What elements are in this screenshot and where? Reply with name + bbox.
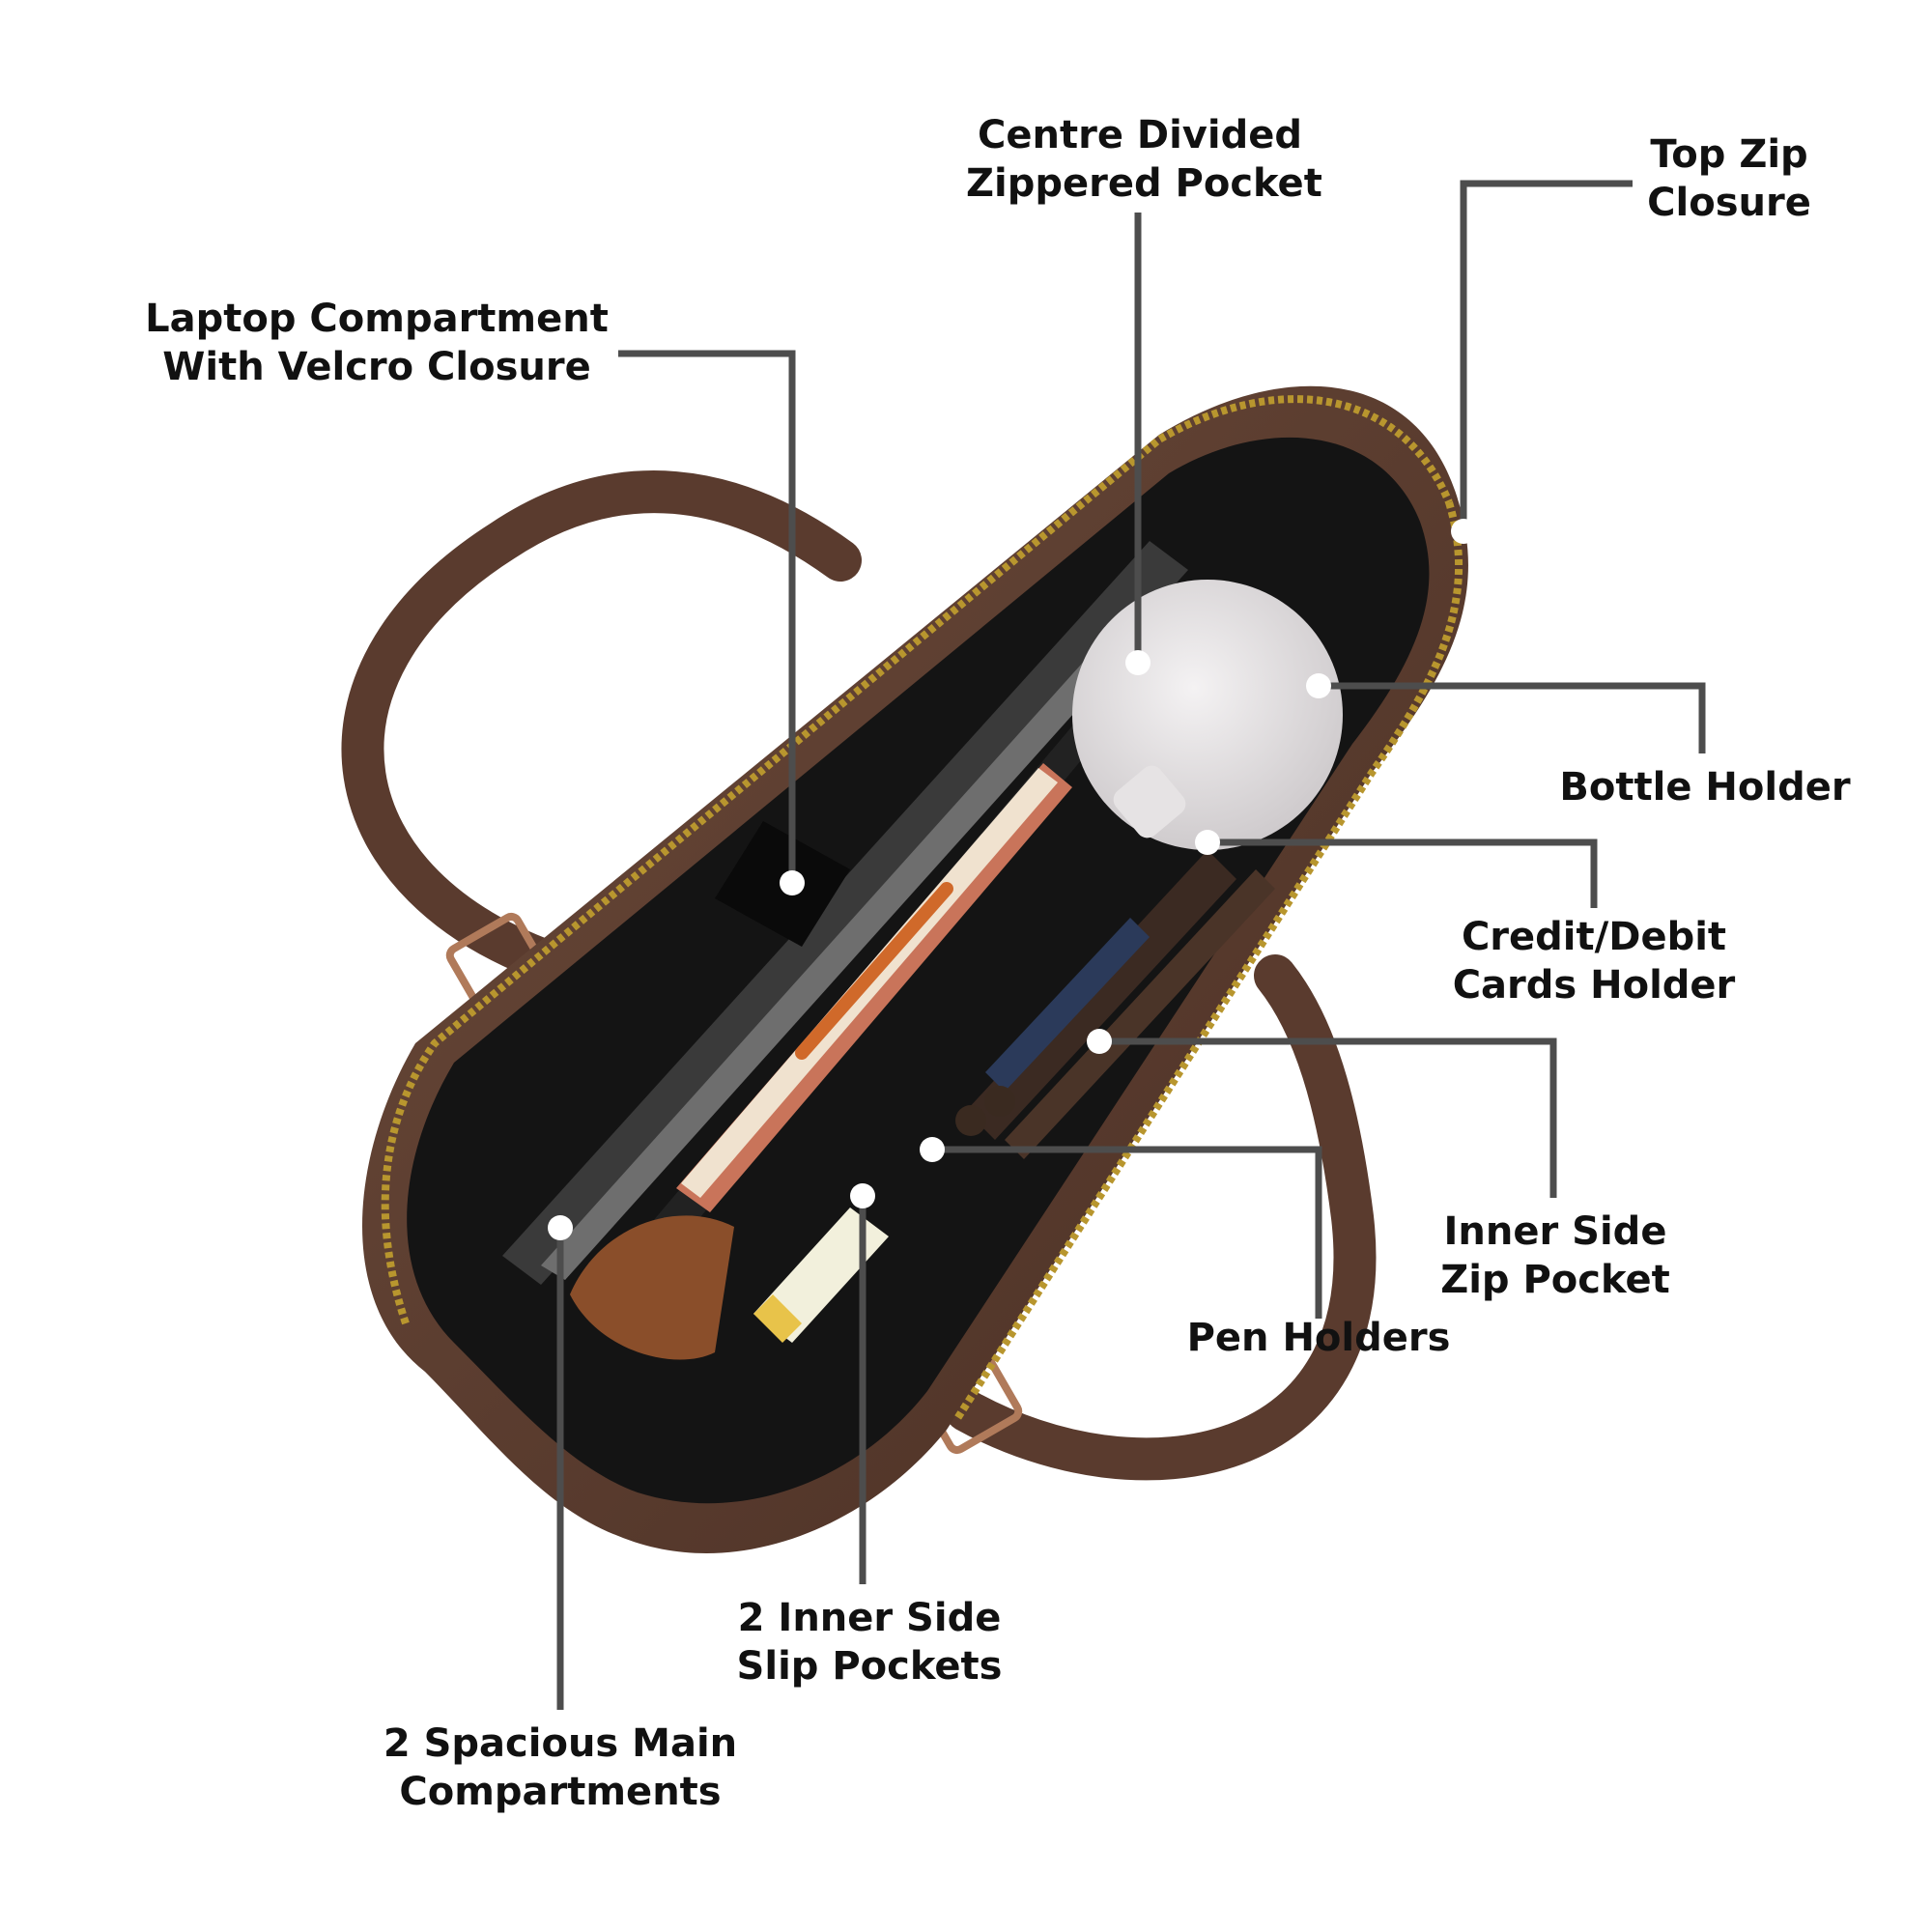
dot-inner-side-slip-pockets bbox=[850, 1183, 875, 1208]
callout-leaders bbox=[556, 180, 1706, 1710]
dot-bottle-holder bbox=[1306, 673, 1331, 698]
leader-inner-side-zip-pocket bbox=[1099, 1037, 1557, 1198]
label-bottle-holder: Bottle Holder bbox=[1559, 765, 1851, 810]
dot-centre-divided-zippered-pocket bbox=[1125, 650, 1151, 675]
bag-body bbox=[362, 385, 1468, 1553]
dot-main-compartments bbox=[548, 1215, 573, 1240]
leader-laptop-compartment bbox=[618, 350, 796, 883]
dot-laptop-compartment bbox=[780, 870, 805, 895]
leader-cards-holder bbox=[1208, 838, 1598, 908]
dot-pen-holders bbox=[920, 1137, 945, 1162]
leader-bottle-holder bbox=[1319, 682, 1706, 753]
label-pen-holders: Pen Holders bbox=[1186, 1316, 1451, 1360]
leader-pen-holders bbox=[932, 1146, 1322, 1319]
callout-dots bbox=[548, 519, 1476, 1240]
dot-top-zip-closure bbox=[1451, 519, 1476, 544]
leader-top-zip-closure bbox=[1460, 180, 1633, 531]
dot-inner-side-zip-pocket bbox=[1087, 1029, 1112, 1054]
dot-cards-holder bbox=[1195, 830, 1220, 855]
